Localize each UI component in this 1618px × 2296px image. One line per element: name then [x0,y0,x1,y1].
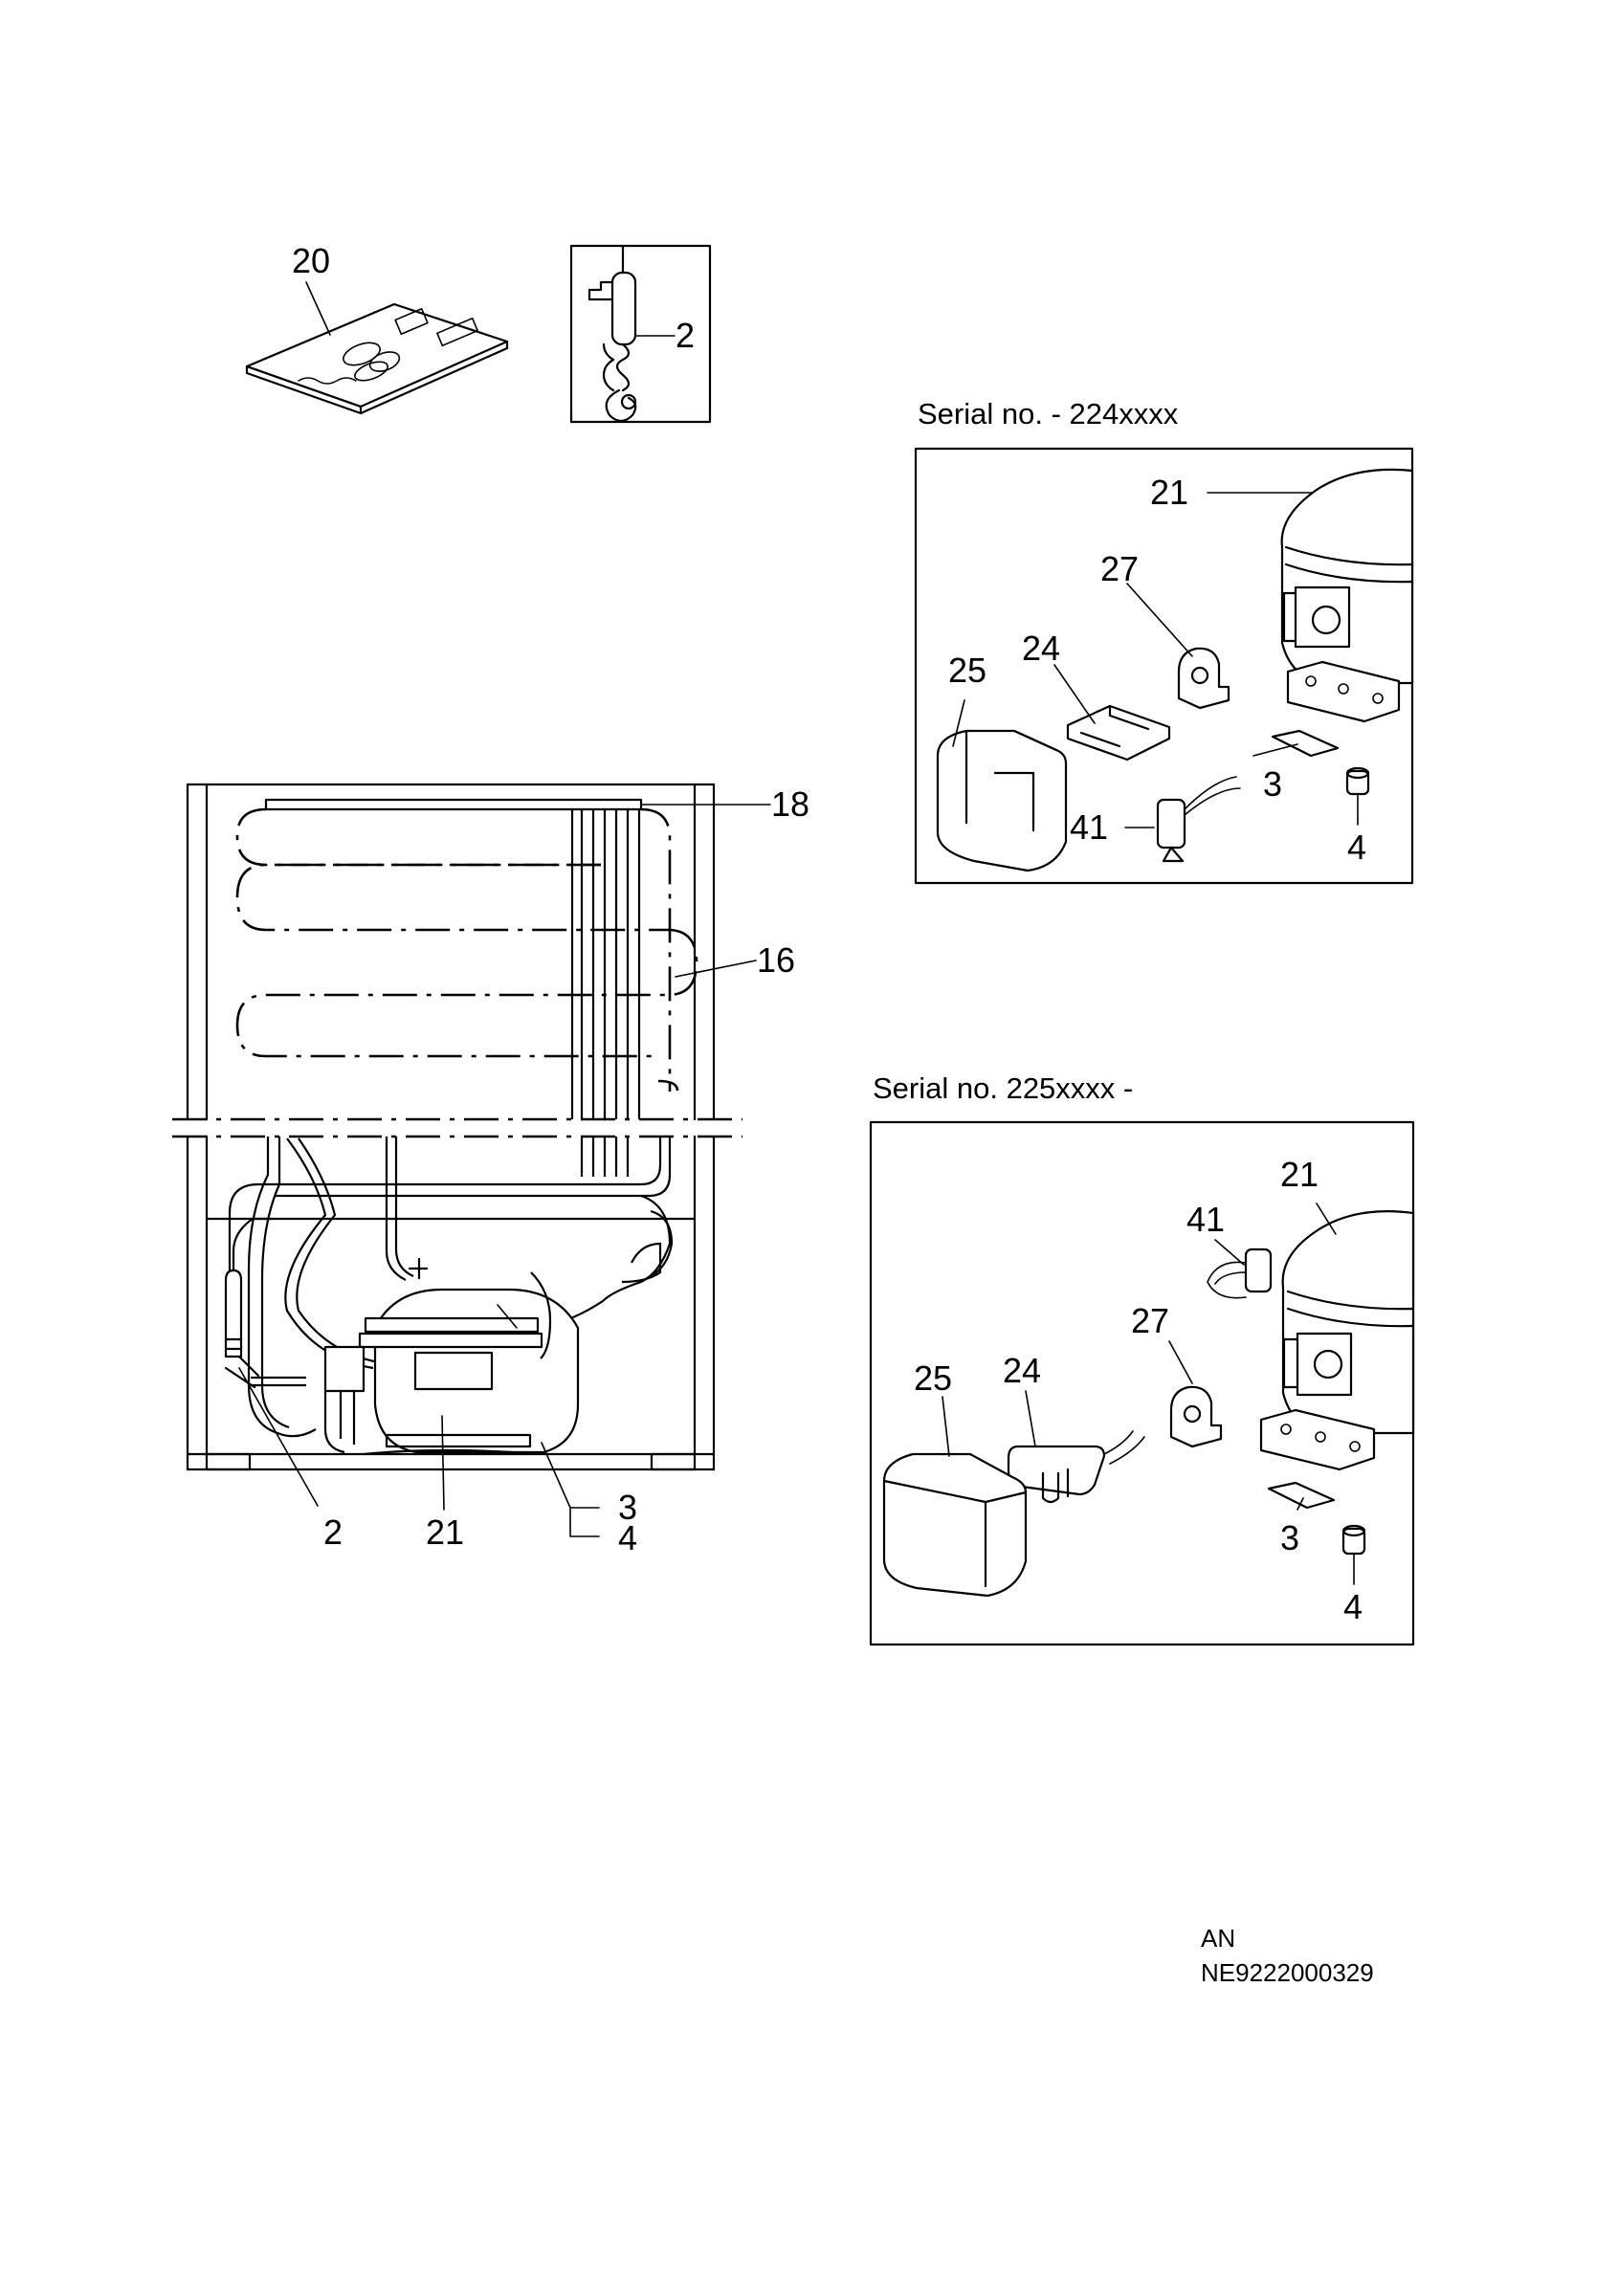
leader-new-24 [1025,1390,1036,1447]
panel-new-caption: Serial no. 225xxxx - [873,1071,1133,1105]
callout-new-4: 4 [1343,1587,1363,1626]
callout-bottom-2: 2 [323,1512,343,1552]
callout-20: 20 [292,241,330,280]
callout-probe: 2 [676,316,695,355]
leader-new-41 [1214,1239,1245,1266]
manual-illustration [245,302,509,415]
leader-new-21 [1316,1203,1337,1235]
leader-new-3 [1297,1497,1304,1511]
probe-inset [569,244,712,424]
callout-old-4: 4 [1347,828,1366,867]
leader-bottom-21 [441,1415,445,1511]
callout-old-41: 41 [1070,807,1108,847]
leader-bottom-2 [238,1367,319,1507]
callout-bottom-21: 21 [426,1512,464,1552]
callout-old-25: 25 [948,651,986,690]
callout-bottom-3: 3 [618,1488,637,1527]
callout-new-24: 24 [1003,1351,1041,1390]
leader-old-24 [1053,664,1096,724]
callout-old-27: 27 [1100,549,1139,588]
callout-16: 16 [757,940,795,980]
callout-new-21: 21 [1280,1155,1319,1194]
leader-bottom-3-4 [541,1442,600,1537]
callout-new-3: 3 [1280,1518,1299,1557]
leader-old-27 [1126,583,1193,657]
leader-new-27 [1168,1340,1193,1384]
callout-bottom-4: 4 [618,1518,637,1557]
leader-new-25 [942,1396,950,1457]
leader-old-3 [1252,743,1298,757]
callout-old-3: 3 [1263,764,1282,804]
fridge-rear-view [172,783,743,1471]
panel-new-parts [882,1210,1415,1598]
leader-16 [675,960,757,978]
callout-new-27: 27 [1131,1301,1169,1340]
callout-old-21: 21 [1150,473,1188,512]
callout-old-24: 24 [1022,629,1060,668]
leader-old-25 [952,699,965,747]
panel-old-parts [936,468,1414,872]
leader-20 [305,281,331,336]
panel-old-caption: Serial no. - 224xxxx [918,397,1179,430]
callout-18: 18 [771,784,809,824]
callout-new-41: 41 [1186,1200,1225,1239]
footer-code-an: AN [1201,1924,1235,1953]
footer-doc-number: NE9222000329 [1201,1958,1374,1987]
callout-new-25: 25 [914,1358,952,1398]
